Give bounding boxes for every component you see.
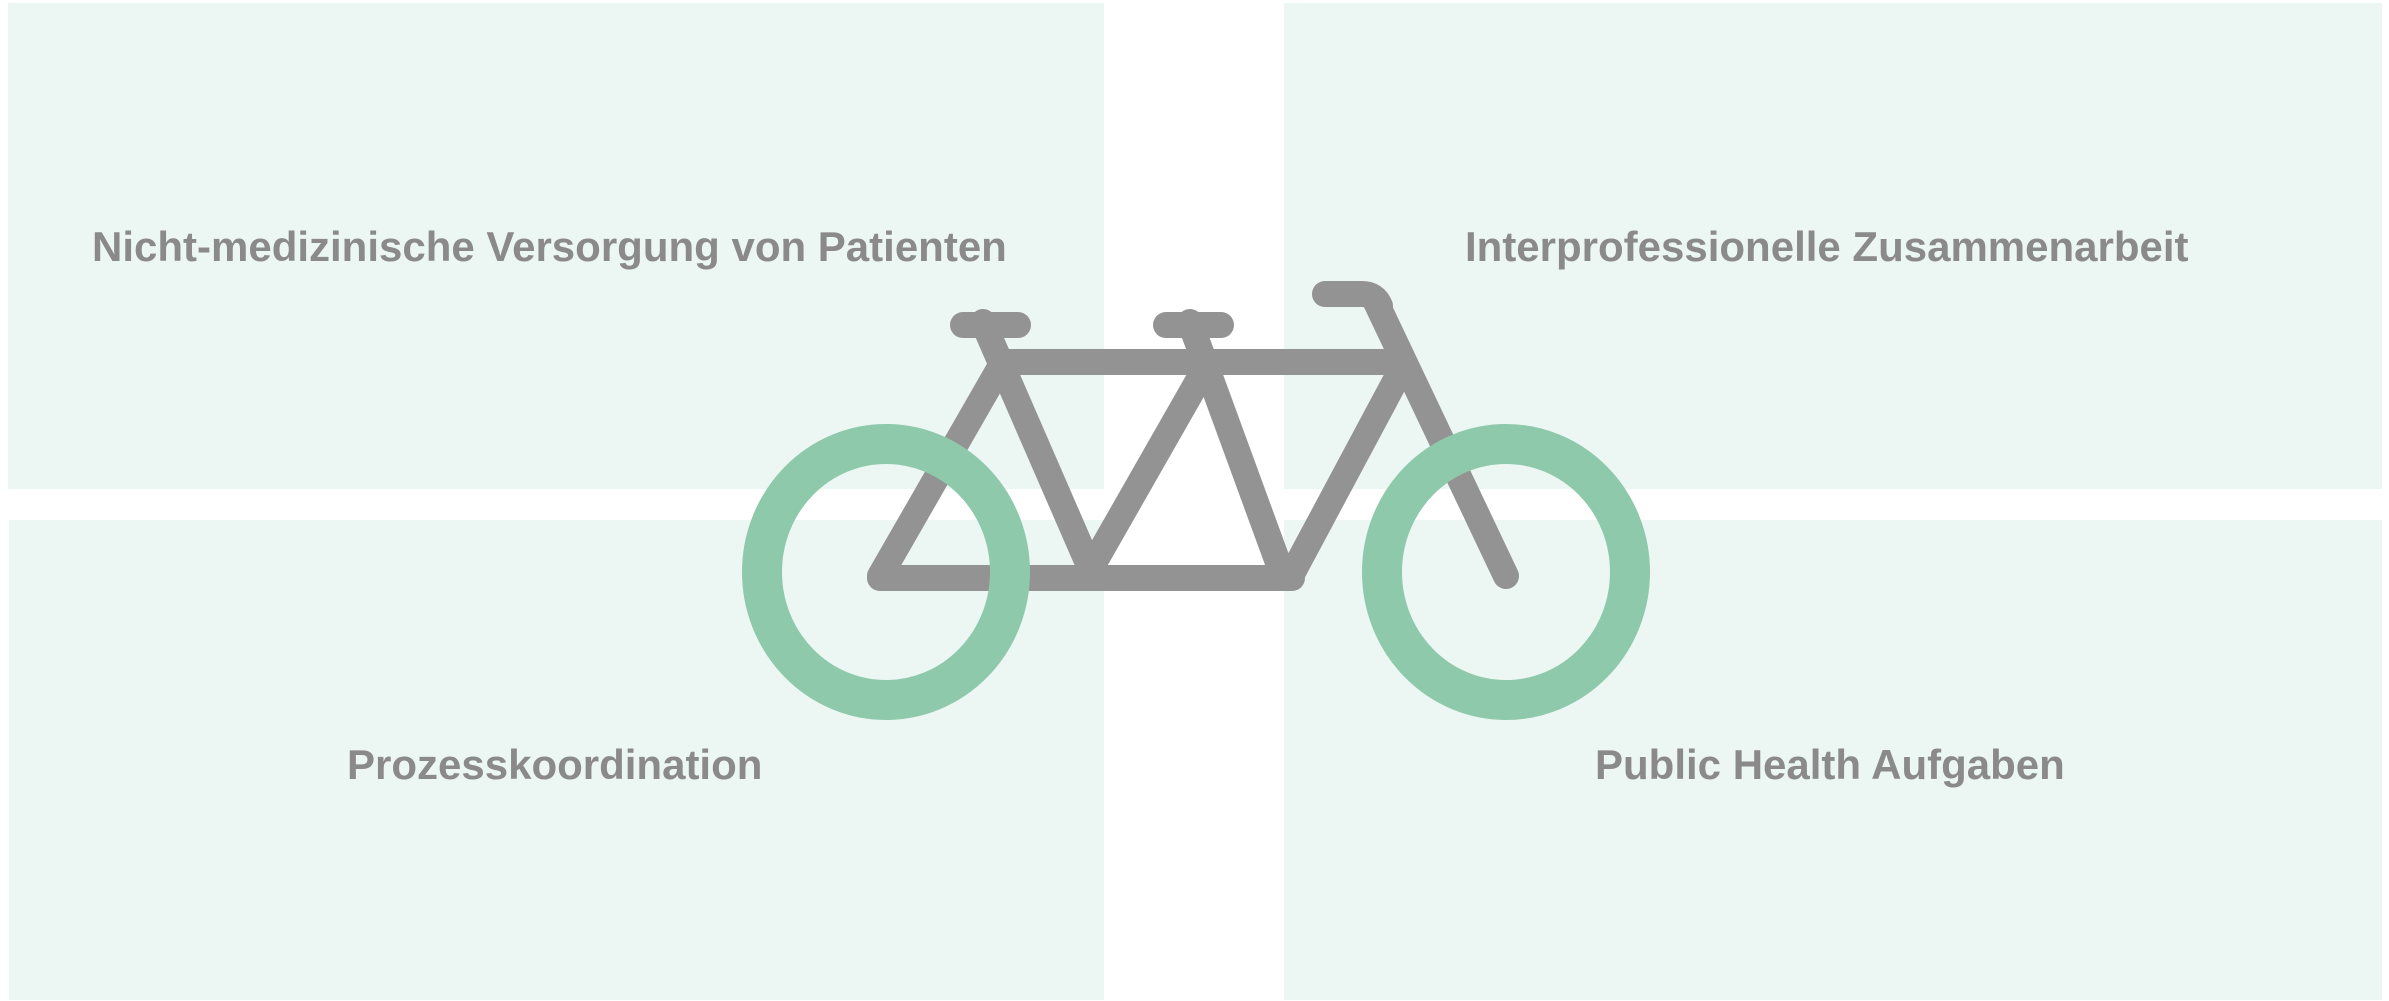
quadrant-label-bottom-right: Public Health Aufgaben [1595,741,2065,788]
quadrant-label-bottom-left: Prozesskoordination [347,741,763,788]
quadrant-label-top-right: Interprofessionelle Zusammenarbeit [1465,223,2189,270]
quadrant-label-top-left: Nicht-medizinische Versorgung von Patien… [92,223,1007,270]
